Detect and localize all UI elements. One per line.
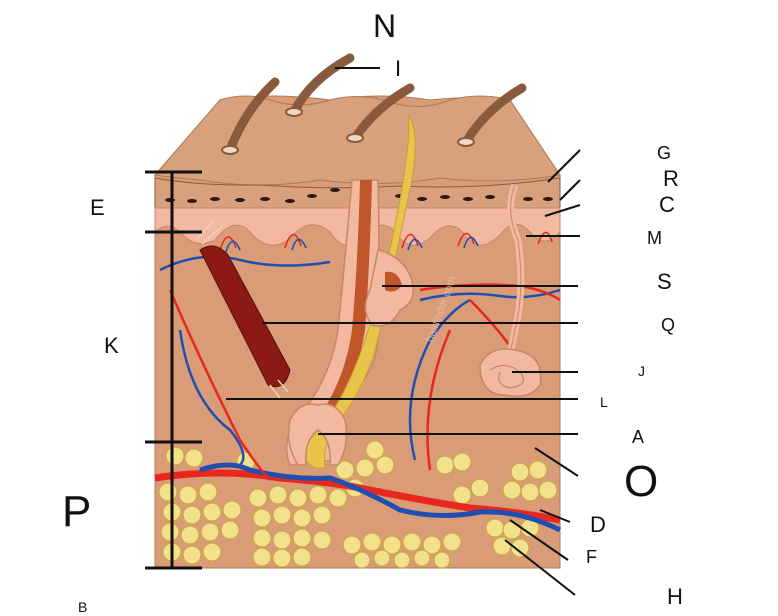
label-A: A [632, 427, 645, 447]
leader-lines [226, 67, 581, 596]
main-vein [199, 462, 562, 533]
label-I: I [395, 56, 402, 81]
label-C: C [659, 192, 675, 217]
label-R: R [663, 166, 679, 191]
arrector-pili-muscle [199, 245, 291, 388]
label-E: E [90, 195, 105, 220]
label-B: B [78, 599, 88, 615]
label-D: D [590, 512, 606, 537]
label-F: F [586, 547, 597, 567]
label-M: M [647, 228, 662, 248]
surface-hairs [225, 53, 527, 155]
label-S: S [657, 269, 672, 294]
dermal-vessels [159, 255, 561, 481]
capillary-loops [219, 231, 553, 253]
label-H: H [667, 584, 683, 609]
label-Q: Q [661, 315, 676, 335]
label-N: N [373, 8, 397, 44]
basal-cells [165, 188, 553, 203]
label-P: P [62, 487, 92, 536]
hair-strand [303, 114, 416, 469]
layer-bracket [145, 170, 202, 570]
label-O: O [624, 457, 659, 506]
label-K: K [104, 333, 119, 358]
label-G: G [657, 143, 672, 163]
sweat-gland-coil [479, 348, 542, 397]
hair-bulb [287, 403, 348, 466]
label-J: J [638, 363, 645, 379]
label-L: L [600, 394, 608, 410]
